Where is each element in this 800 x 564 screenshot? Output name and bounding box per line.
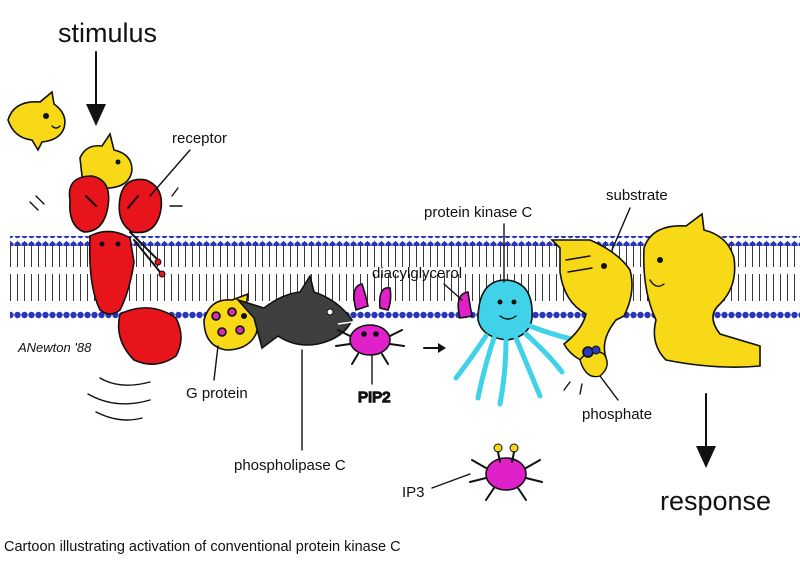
phospholipase-c-label: phospholipase C (234, 457, 346, 474)
g-protein-label: G protein (186, 385, 248, 402)
receptor-leader-line (149, 149, 191, 197)
outer-lipid-heads (10, 236, 800, 246)
artist-signature: ANewton '88 (17, 340, 92, 355)
protein-kinase-c-octopus (453, 279, 579, 407)
pip2-claw-left (353, 283, 369, 312)
g-protein-dot (217, 327, 227, 337)
receptor-lobster (29, 132, 183, 365)
protein-kinase-c-label: protein kinase C (424, 204, 533, 221)
stimulus-arrow (86, 51, 106, 126)
pip2-crab (335, 283, 405, 365)
receptor-claw-left (68, 175, 110, 233)
receptor-body (88, 230, 135, 315)
response-arrow (696, 393, 716, 468)
phosphate-dot (582, 346, 594, 358)
inner-lipid-heads (10, 309, 800, 319)
phosphate-shell (563, 345, 608, 395)
phospholipase-c-shark (235, 273, 353, 350)
phosphate-leader-line (599, 375, 619, 401)
ip3-body (485, 457, 527, 491)
figure-caption: Cartoon illustrating activation of conve… (4, 539, 401, 555)
hydrolysis-arrow (423, 343, 446, 353)
g-protein-dot (235, 325, 245, 335)
pip2-label: PIP2 (358, 389, 391, 406)
ligand-fish-body (7, 90, 66, 152)
receptor-claw-right (118, 178, 163, 234)
ip3-crab (469, 443, 543, 501)
substrate-large-fish (642, 212, 761, 368)
g-protein-dot (211, 311, 221, 321)
pkc-head (477, 279, 533, 341)
ip3-leader-line (431, 473, 471, 489)
pkc-claw-left (457, 291, 473, 319)
g-protein-dot (227, 307, 237, 317)
motion-lines (87, 377, 151, 421)
g-protein-leader-line (213, 345, 219, 381)
diacylglycerol-label: diacylglycerol (372, 265, 462, 282)
receptor-label: receptor (172, 130, 227, 147)
response-label: response (660, 486, 771, 516)
ip3-label: IP3 (402, 484, 425, 501)
substrate-leader-line (611, 207, 631, 251)
phospholipase-c-body (235, 273, 353, 350)
diacylglycerol-leader-line (443, 283, 463, 301)
phosphate-label: phosphate (582, 406, 652, 423)
stimulus-label: stimulus (58, 18, 157, 48)
pip2-claw-right (378, 287, 392, 311)
pip2-body (349, 324, 391, 356)
substrate-label: substrate (606, 187, 668, 204)
receptor-tail (117, 307, 182, 365)
ligand-fish (7, 90, 66, 152)
